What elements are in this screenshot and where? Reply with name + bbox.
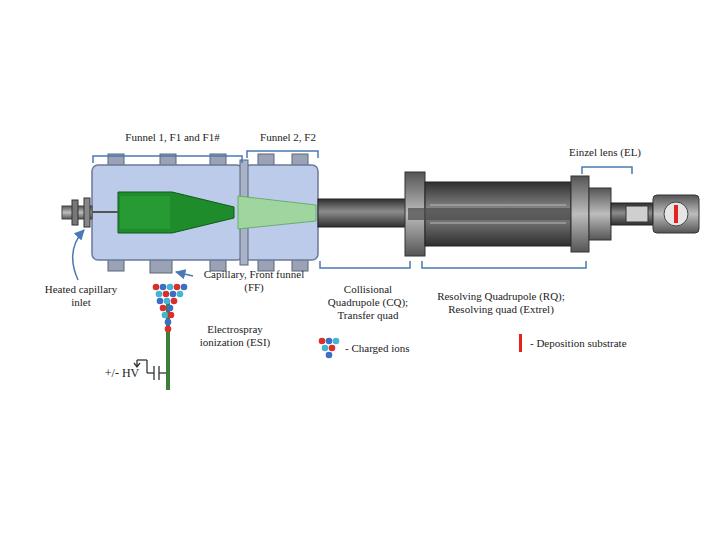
bracket-label: Resolving Quadrupole (RQ); Resolving qua… xyxy=(430,290,572,316)
leader-arrow xyxy=(73,230,84,280)
ion-cloud xyxy=(153,284,188,333)
legend-swatch xyxy=(519,334,522,352)
funnel-highlight xyxy=(120,196,170,229)
deposition-substrate xyxy=(674,205,678,223)
leader-arrow xyxy=(176,272,193,276)
brackets xyxy=(93,151,632,268)
voltage-label: +/- HV xyxy=(100,367,144,380)
einzel-lens xyxy=(611,195,699,233)
funnel1-chamber xyxy=(92,165,243,260)
bracket-label: Funnel 1, F1 and F1# xyxy=(110,131,235,144)
legend-ion-icon xyxy=(319,338,340,359)
bracket-label: Collisional Quadrupole (CQ); Transfer qu… xyxy=(318,283,418,322)
part-label: Heated capillary inlet xyxy=(36,283,126,309)
part-label: Electrospray ionization (ESI) xyxy=(193,323,277,349)
bracket-label: Einzel lens (EL) xyxy=(555,146,655,159)
resolving-quadrupole xyxy=(405,172,611,256)
legend-text: - Deposition substrate xyxy=(530,337,627,350)
legend-text: - Charged ions xyxy=(345,342,410,355)
collisional-quadrupole xyxy=(318,199,408,227)
ion-funnel-2 xyxy=(238,196,316,229)
capillary-inlet xyxy=(62,198,118,227)
ion-funnel xyxy=(118,192,234,233)
part-label: Capillary, Front funnel (FF) xyxy=(194,268,314,294)
bracket-label: Funnel 2, F2 xyxy=(248,131,328,144)
